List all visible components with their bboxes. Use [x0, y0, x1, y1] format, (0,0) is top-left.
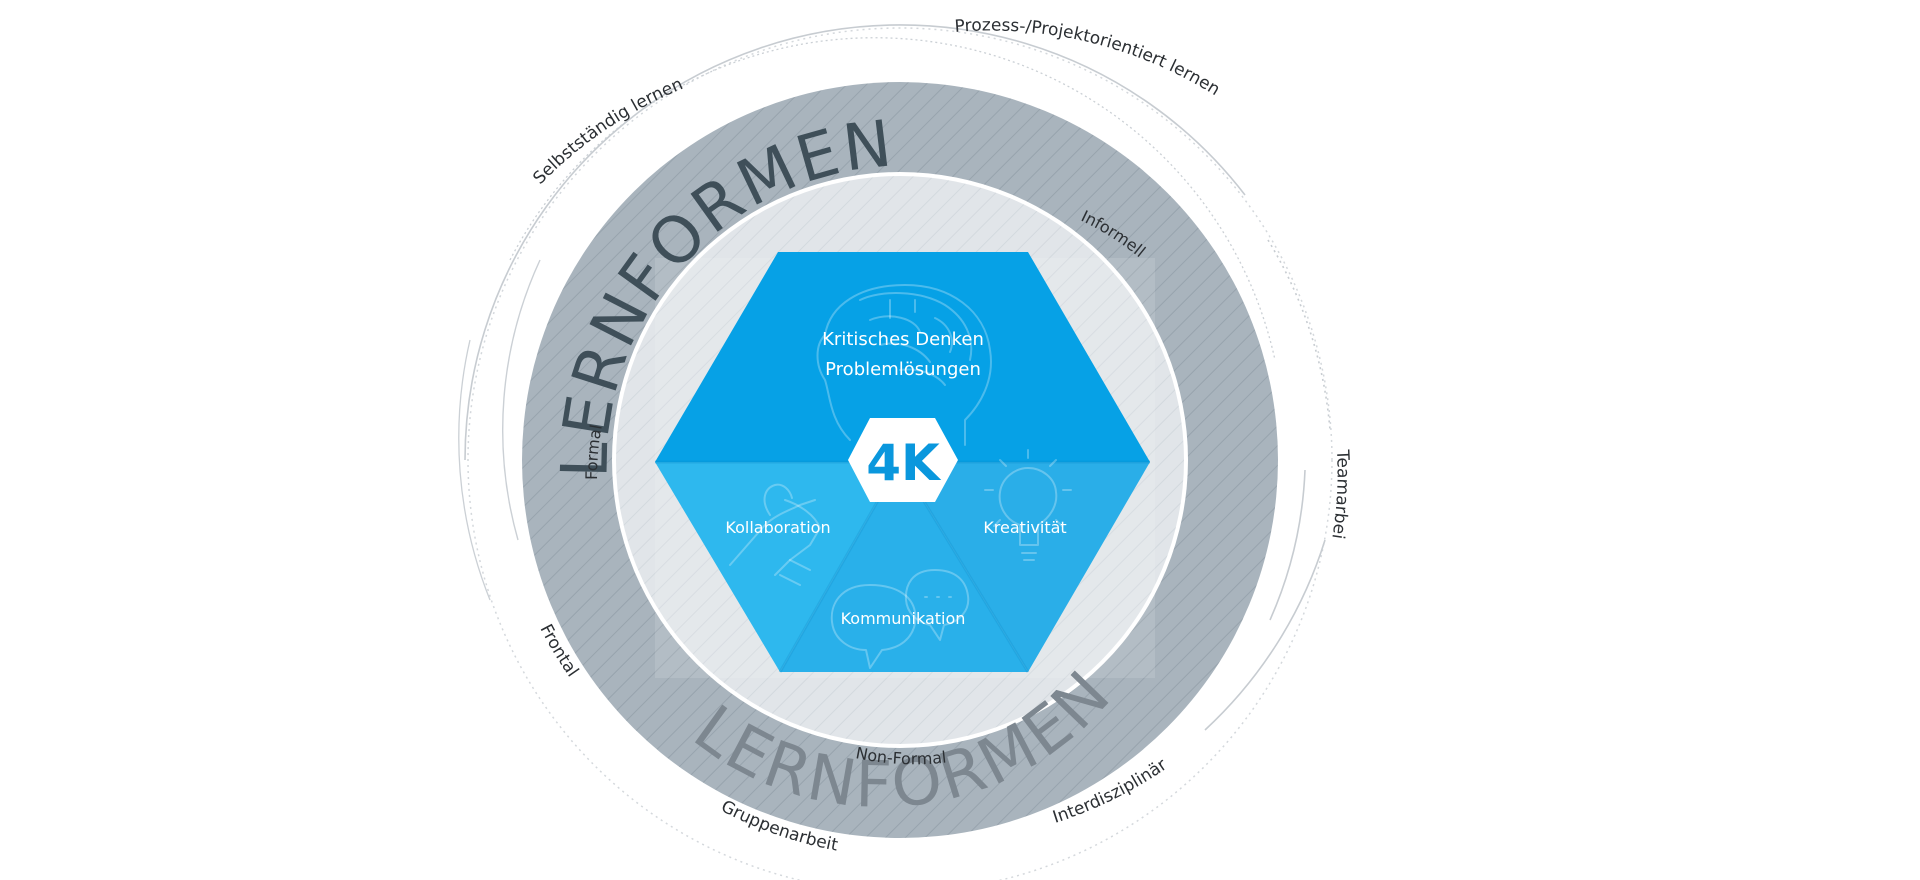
segment-top-line2: Problemlösungen: [825, 359, 981, 380]
center-badge-text: 4K: [866, 434, 942, 492]
label-prozess-projektorientiert: Prozess-/Projektorientiert lernen: [954, 15, 1224, 100]
hexagon: [655, 252, 1150, 673]
brain-head-icon: [816, 284, 992, 446]
handshake-icon: [729, 483, 821, 586]
segment-right: [900, 462, 1150, 672]
segment-top: [655, 252, 1150, 462]
segment-left: [655, 462, 900, 672]
segment-bottom-label: Kommunikation: [841, 609, 966, 628]
center-badge-hexagon: [848, 418, 958, 502]
label-formal: Formal: [582, 423, 606, 480]
segment-bottom: [780, 462, 1028, 672]
segment-right-label: Kreativität: [983, 518, 1066, 537]
outer-arcs: [458, 24, 1333, 880]
segment-top-line1: Kritisches Denken: [822, 329, 984, 350]
lightbulb-icon: [984, 449, 1072, 561]
speech-bubbles-icon: [830, 569, 970, 669]
segment-left-label: Kollaboration: [725, 518, 830, 537]
